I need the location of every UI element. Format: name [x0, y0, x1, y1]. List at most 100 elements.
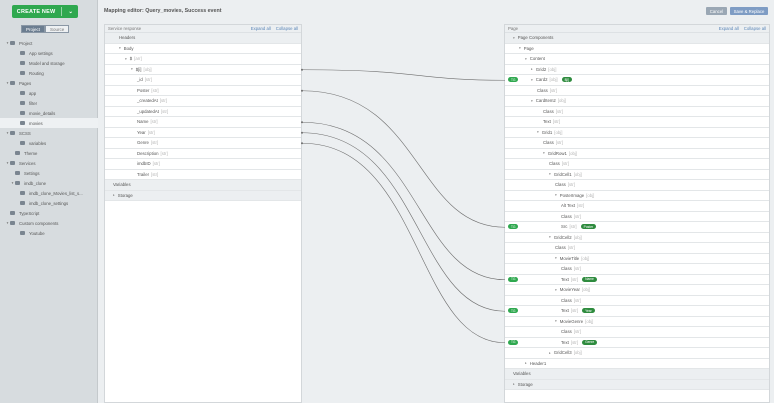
mapping-connection[interactable]: [301, 142, 506, 344]
transform-pill[interactable]: TG: [508, 276, 519, 282]
transform-pill[interactable]: TG: [508, 224, 519, 230]
caret-icon[interactable]: ▾: [513, 35, 515, 40]
tree-row[interactable]: ▾MovieTitle[obj]: [505, 254, 769, 264]
sidebar-item[interactable]: App settings: [0, 48, 98, 58]
tree-row[interactable]: Class[str]: [505, 264, 769, 275]
tree-row[interactable]: Poster[str]: [105, 86, 301, 96]
sidebar-item[interactable]: Routing: [0, 68, 98, 78]
tree-row[interactable]: Class[str]: [505, 243, 769, 254]
caret-icon[interactable]: ▾: [525, 56, 527, 61]
caret-icon[interactable]: ▾: [549, 172, 551, 177]
tree-row[interactable]: Genre[str]: [105, 138, 301, 149]
sidebar-item[interactable]: imdb_clone_Movies_list_s...: [0, 188, 98, 198]
caret-icon[interactable]: ▾: [6, 161, 9, 165]
caret-icon[interactable]: ▾: [6, 221, 9, 225]
save-replace-button[interactable]: Save & Replace: [730, 7, 768, 15]
tree-row[interactable]: ▾CardItem2[obj]: [505, 96, 769, 107]
caret-icon[interactable]: ▸: [549, 350, 551, 355]
sidebar-item[interactable]: Youtube: [0, 228, 98, 238]
caret-icon[interactable]: ▸: [525, 361, 527, 366]
tree-row[interactable]: Class[str]: [505, 86, 769, 96]
sidebar-item[interactable]: ▾SCSS: [0, 128, 98, 138]
sidebar-item[interactable]: ▾imdb_clone: [0, 178, 98, 188]
caret-icon[interactable]: ▾: [125, 56, 127, 61]
tree-row[interactable]: ▾MovieGenre[obj]: [505, 317, 769, 327]
caret-icon[interactable]: ▾: [531, 98, 533, 103]
transform-pill[interactable]: TG: [508, 308, 519, 314]
tree-row[interactable]: Description[str]: [105, 149, 301, 159]
tree-row[interactable]: Class[str]: [505, 138, 769, 149]
caret-icon[interactable]: ▾: [6, 131, 9, 135]
tree-row[interactable]: ▾GridRow1[obj]: [505, 149, 769, 159]
caret-icon[interactable]: ▾: [555, 256, 557, 261]
caret-icon[interactable]: ▾: [531, 77, 533, 82]
section-header[interactable]: Variables: [505, 369, 769, 380]
tree-row[interactable]: Trailer[str]: [105, 170, 301, 180]
tree-row[interactable]: Alt Text[str]: [505, 201, 769, 212]
caret-icon[interactable]: ▾: [131, 67, 133, 72]
caret-icon[interactable]: ▸: [113, 193, 115, 198]
caret-icon[interactable]: ▾: [555, 193, 557, 198]
sidebar-item[interactable]: app: [0, 88, 98, 98]
tree-row[interactable]: Class[str]: [505, 296, 769, 306]
caret-icon[interactable]: ▾: [537, 130, 539, 135]
expand-all-link[interactable]: Expand all: [250, 26, 271, 31]
sidebar-item[interactable]: ▾Pages: [0, 78, 98, 88]
mapping-connection[interactable]: [301, 121, 506, 281]
tree-row[interactable]: ▾Body: [105, 44, 301, 54]
collapse-all-link[interactable]: Collapse all: [275, 26, 298, 31]
sidebar-item[interactable]: Theme: [0, 148, 98, 158]
tree-row[interactable]: Class[str]: [505, 327, 769, 338]
tree-row[interactable]: Class[str]: [505, 180, 769, 191]
section-header[interactable]: ▾Page Components: [505, 33, 769, 44]
sidebar-item[interactable]: movies: [0, 118, 98, 128]
section-header[interactable]: ▸Storage: [105, 190, 301, 201]
tab-source[interactable]: Source: [45, 25, 70, 33]
caret-icon[interactable]: ▸: [531, 67, 533, 72]
tree-row[interactable]: ▾GridCell1[obj]: [505, 170, 769, 180]
tree-row[interactable]: ▾Grid1[obj]: [505, 128, 769, 138]
caret-icon[interactable]: ▾: [6, 81, 9, 85]
transform-pill[interactable]: TG: [508, 77, 519, 83]
sidebar-item[interactable]: ▾Custom components: [0, 218, 98, 228]
tree-row[interactable]: ▾$[arr]: [105, 54, 301, 65]
section-header[interactable]: ▸Storage: [505, 379, 769, 390]
tree-row[interactable]: _createdAt[str]: [105, 96, 301, 107]
sidebar-item[interactable]: Model and storage: [0, 58, 98, 68]
tree-row[interactable]: ▸Grid2[obj]: [505, 65, 769, 75]
caret-icon[interactable]: ▾: [555, 287, 557, 292]
tree-row[interactable]: ▾GridCell2[obj]: [505, 233, 769, 243]
section-header[interactable]: Headers: [105, 33, 301, 44]
mapping-connection[interactable]: [301, 69, 506, 81]
tree-row[interactable]: Class[str]: [505, 212, 769, 222]
sidebar-item[interactable]: Settings: [0, 168, 98, 178]
tree-row[interactable]: _id[str]: [105, 75, 301, 86]
tree-row[interactable]: Year[str]: [105, 128, 301, 138]
tree-row[interactable]: Class[str]: [505, 159, 769, 170]
caret-icon[interactable]: ▾: [6, 41, 9, 45]
tree-row[interactable]: ▾$[i][obj]: [105, 65, 301, 75]
caret-icon[interactable]: ▾: [549, 235, 551, 240]
sidebar-item[interactable]: filter: [0, 98, 98, 108]
tree-row[interactable]: ▾Page: [505, 44, 769, 54]
caret-icon[interactable]: ▾: [555, 319, 557, 324]
sidebar-item[interactable]: TypeScript: [0, 208, 98, 218]
transform-pill[interactable]: TG: [508, 339, 519, 345]
caret-icon[interactable]: ▾: [119, 46, 121, 51]
sidebar-item[interactable]: imdb_clone_settings: [0, 198, 98, 208]
tree-row[interactable]: Text[str]: [505, 117, 769, 128]
tree-row[interactable]: Name[str]: [105, 117, 301, 128]
tab-project[interactable]: Project: [21, 25, 46, 33]
tree-row[interactable]: ▾Card2[obj]$[i]TG: [505, 75, 769, 86]
section-header[interactable]: Variables: [105, 180, 301, 191]
tree-row[interactable]: imdbID[str]: [105, 159, 301, 170]
caret-icon[interactable]: ▸: [513, 382, 515, 387]
tree-row[interactable]: ▸Header1: [505, 359, 769, 369]
sidebar-item[interactable]: ▾Services: [0, 158, 98, 168]
tree-row[interactable]: _updatedAt[str]: [105, 107, 301, 117]
tree-row[interactable]: ▸GridCell3[obj]: [505, 348, 769, 359]
